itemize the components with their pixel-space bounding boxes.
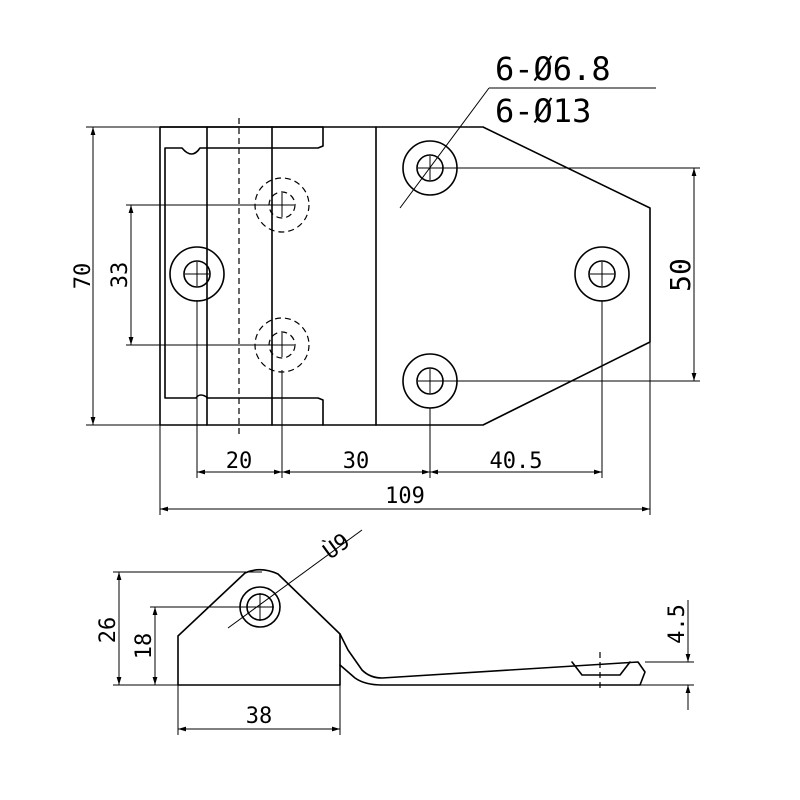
dim-seg-3: 40.5 <box>490 449 543 474</box>
hole-callout-large: 6-Ø13 <box>495 92 591 130</box>
side-view: Ù9 26 18 38 4.5 <box>96 528 694 735</box>
hole-callout-small: 6-Ø6.8 <box>495 50 611 88</box>
dim-side-height-pin: 18 <box>132 633 157 660</box>
dim-side-thickness: 4.5 <box>665 604 690 644</box>
hole-callout-leader <box>399 87 490 209</box>
dim-width-total: 109 <box>385 484 425 509</box>
hinge-knuckle-outline <box>159 126 324 426</box>
dim-hole-spacing-left: 33 <box>108 262 133 289</box>
leaf-outline <box>322 126 651 426</box>
pin-callout-leader <box>227 529 363 629</box>
dim-height-total: 70 <box>71 263 96 290</box>
hole-left-knuckle <box>169 246 225 302</box>
hole-far-right <box>574 246 630 302</box>
dim-seg-1: 20 <box>226 449 253 474</box>
dim-side-base-width: 38 <box>246 704 273 729</box>
top-view: 6-Ø6.8 6-Ø13 70 33 50 20 30 40.5 109 <box>71 50 700 515</box>
dim-seg-2: 30 <box>343 449 370 474</box>
dim-hole-spacing-right: 50 <box>664 258 697 292</box>
side-countersink <box>571 661 631 676</box>
side-leaf-outline <box>339 633 646 686</box>
dim-side-height-total: 26 <box>96 617 121 644</box>
pin-callout: Ù9 <box>318 528 355 565</box>
side-body-outline <box>177 568 341 686</box>
